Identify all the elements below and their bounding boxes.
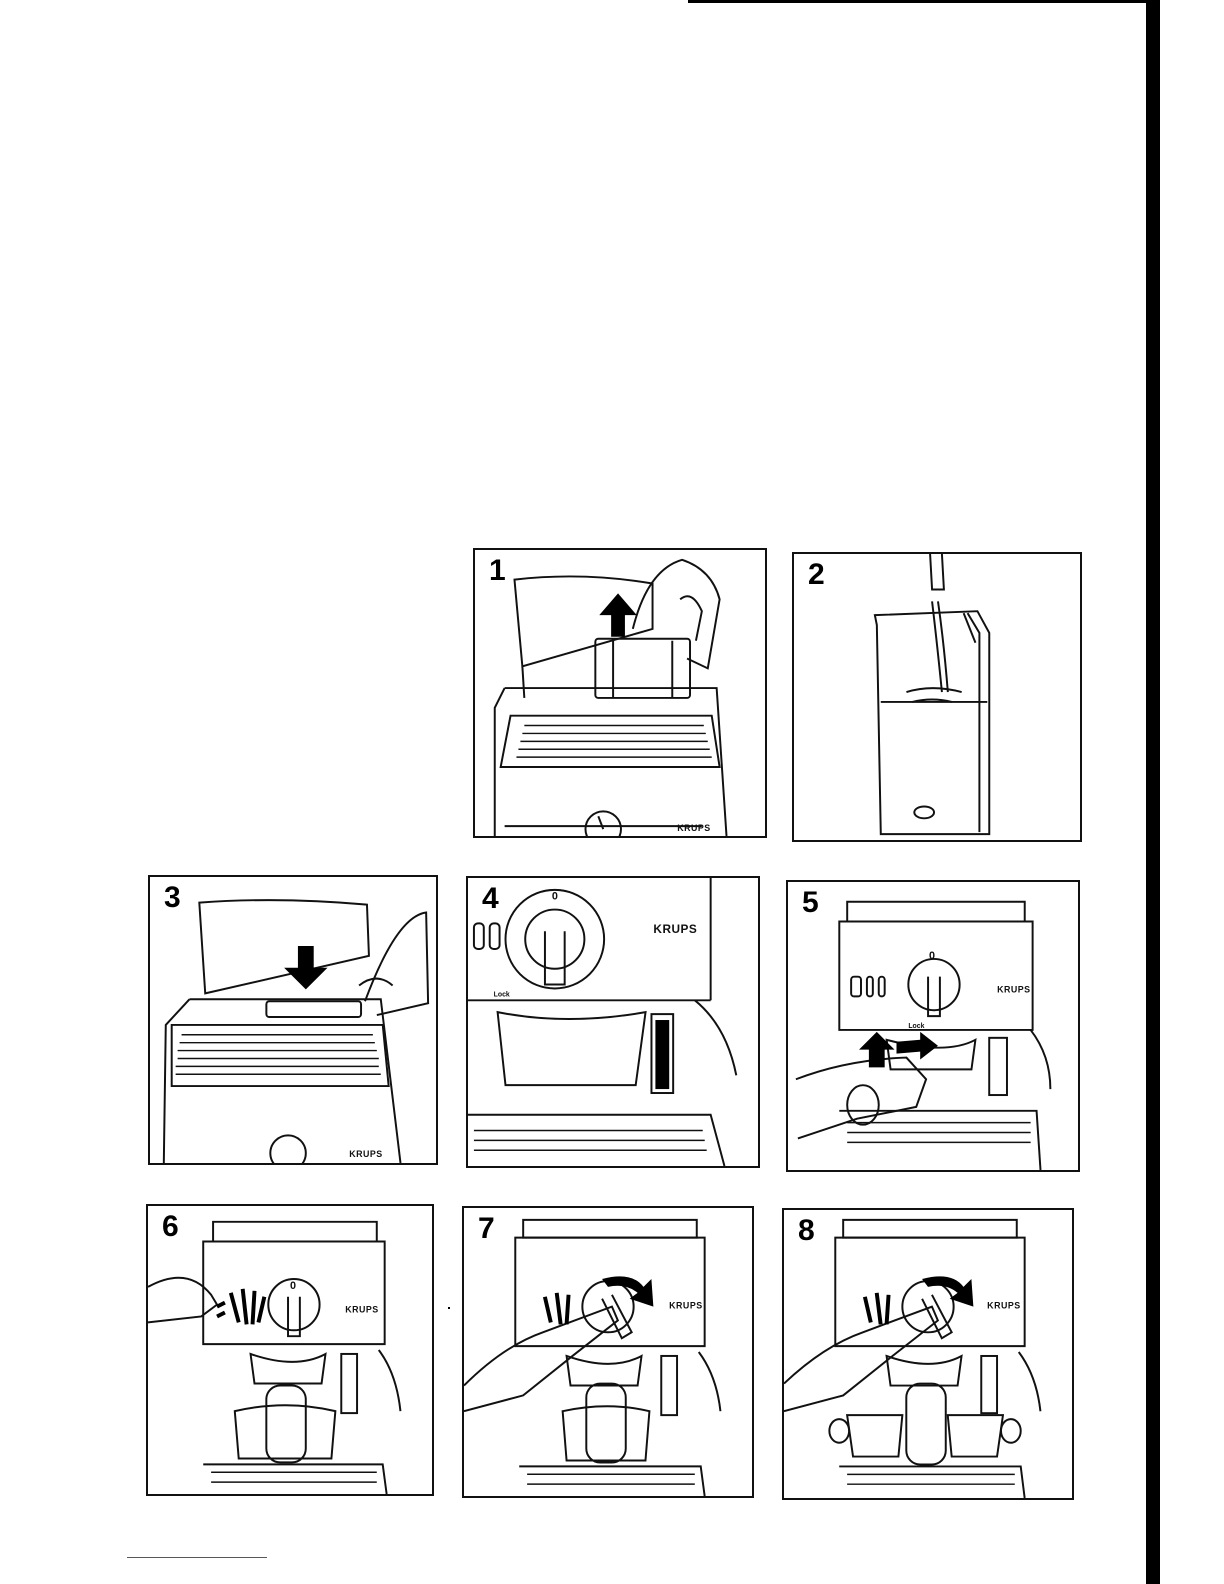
step-1-number: 1 xyxy=(489,556,506,586)
indicator-light-illustration: 0 KRUPS xyxy=(148,1206,432,1494)
step-7-brand: KRUPS xyxy=(669,1301,702,1311)
step-4-brand: KRUPS xyxy=(653,922,697,936)
scan-speck xyxy=(448,1307,450,1309)
step-7-panel: KRUPS 7 xyxy=(462,1206,754,1498)
step-6-dial-zero: 0 xyxy=(290,1280,296,1292)
step-8-panel: KRUPS 8 xyxy=(782,1208,1074,1500)
step-2-panel: 2 xyxy=(792,552,1082,842)
top-rule xyxy=(688,0,1148,3)
step-3-brand: KRUPS xyxy=(349,1149,382,1159)
step-6-brand: KRUPS xyxy=(345,1305,378,1315)
footnote-rule xyxy=(127,1557,267,1558)
step-4-dial-zero: 0 xyxy=(552,891,558,903)
step-4-number: 4 xyxy=(482,884,499,914)
step-5-brand: KRUPS xyxy=(997,984,1030,994)
step-4-panel: 0 Lock KRUPS 4 xyxy=(466,876,760,1168)
step-3-number: 3 xyxy=(164,883,181,913)
step-4-lock-label: Lock xyxy=(494,991,510,998)
step-8-number: 8 xyxy=(798,1216,815,1246)
step-1-brand: KRUPS xyxy=(677,823,710,833)
step-5-panel: 0 Lock KRUPS 5 xyxy=(786,880,1080,1172)
water-tank-fill-illustration xyxy=(794,554,1080,840)
water-tank-insert-illustration: KRUPS xyxy=(150,877,436,1163)
step-3-panel: KRUPS 3 xyxy=(148,875,438,1165)
step-5-lock-label: Lock xyxy=(908,1023,924,1030)
filter-holder-insert-illustration: 0 Lock KRUPS xyxy=(788,882,1078,1170)
step-6-panel: 0 KRUPS 6 xyxy=(146,1204,434,1496)
page-edge-bar xyxy=(1146,0,1160,1584)
dial-turn-two-cups-illustration: KRUPS xyxy=(784,1210,1072,1498)
step-6-number: 6 xyxy=(162,1212,179,1242)
step-1-panel: KRUPS 1 xyxy=(473,548,767,838)
step-2-number: 2 xyxy=(808,560,825,590)
step-5-dial-zero: 0 xyxy=(929,950,935,962)
step-7-number: 7 xyxy=(478,1214,495,1244)
dial-turn-single-cup-illustration: KRUPS xyxy=(464,1208,752,1496)
control-dial-off-illustration: 0 Lock KRUPS xyxy=(468,878,758,1166)
step-5-number: 5 xyxy=(802,888,819,918)
step-8-brand: KRUPS xyxy=(987,1301,1020,1311)
water-tank-lift-illustration: KRUPS xyxy=(475,550,765,836)
